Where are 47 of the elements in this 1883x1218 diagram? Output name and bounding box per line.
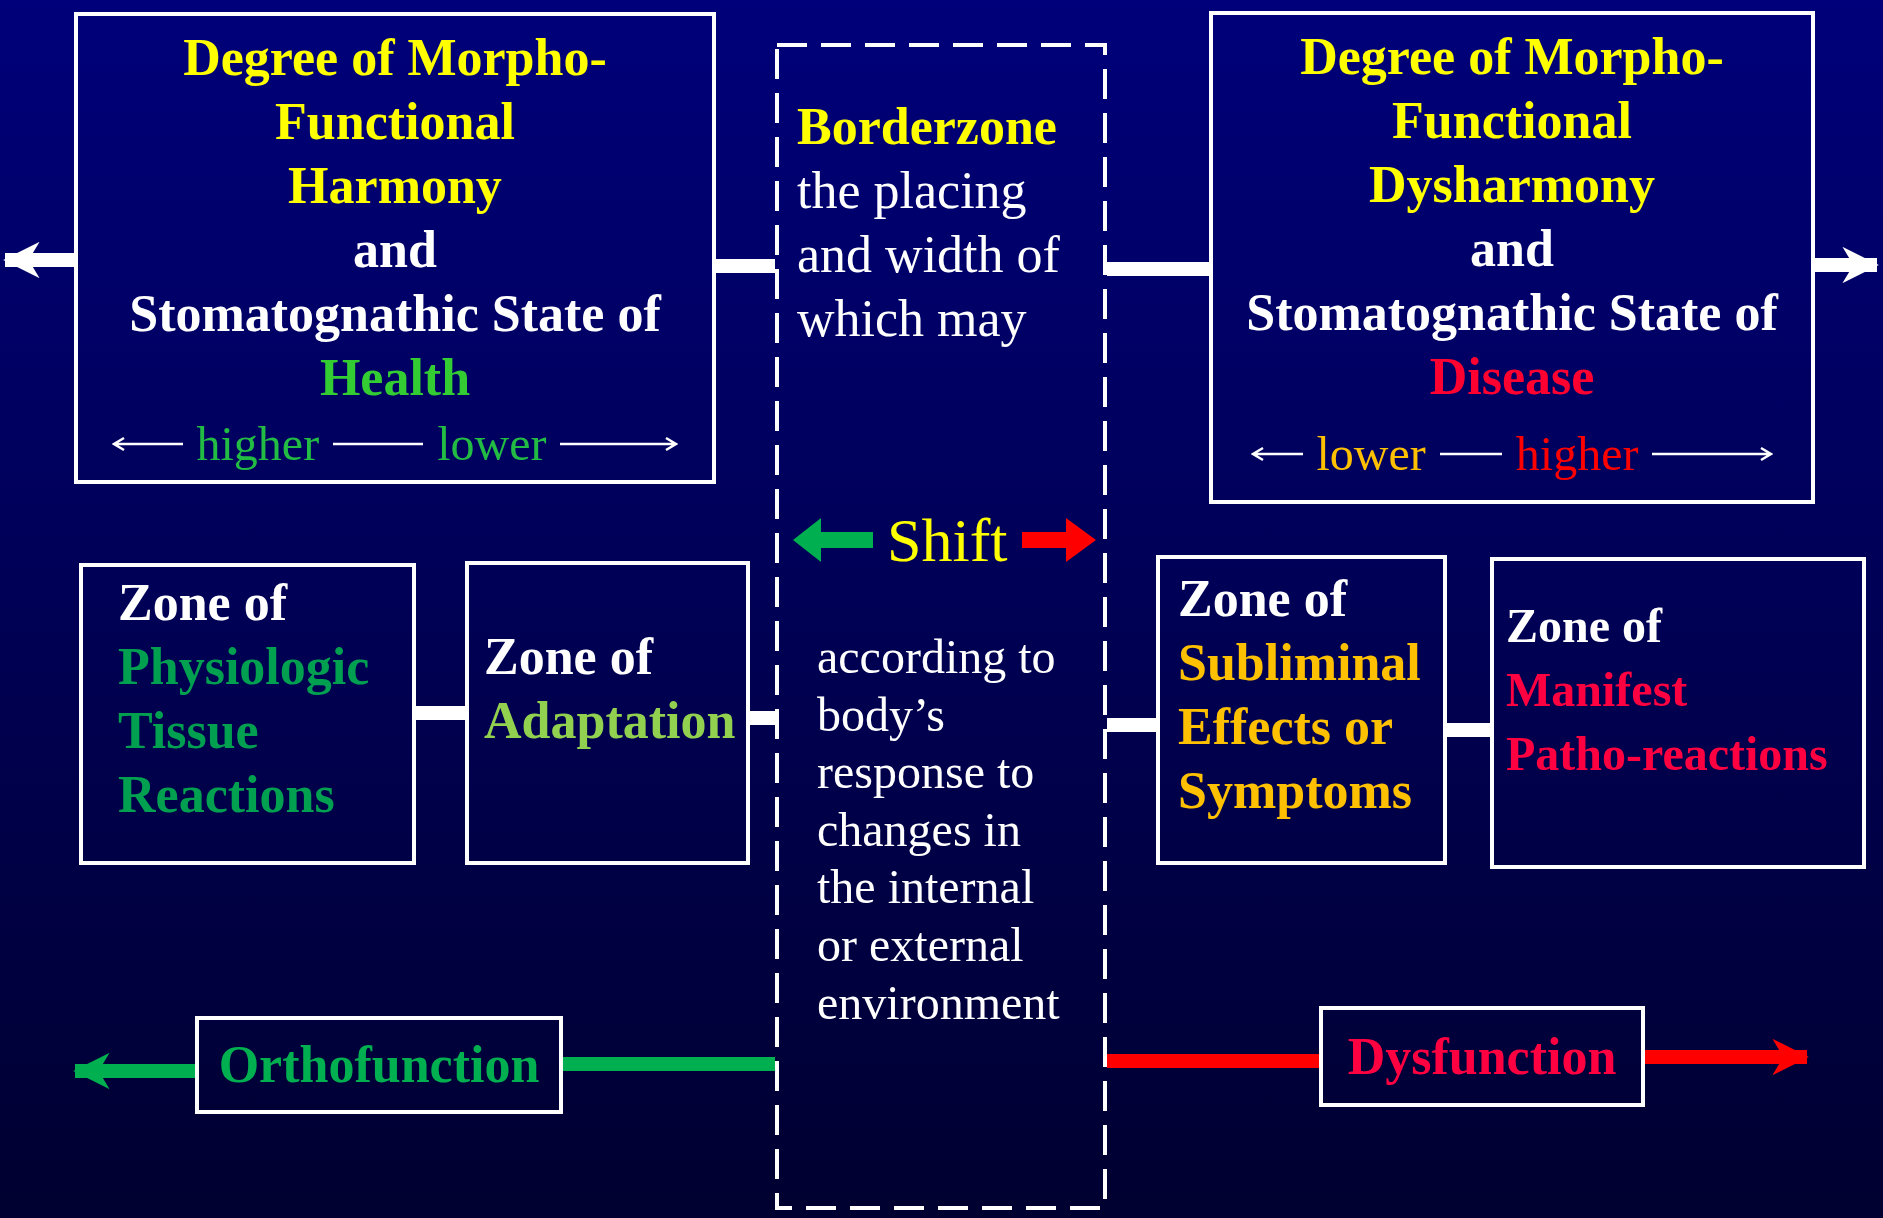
connector-line <box>1107 718 1156 732</box>
dashed-zone-box <box>775 43 1107 1210</box>
scale-label: lower <box>1316 429 1426 479</box>
connector-line <box>1107 1054 1319 1068</box>
zone-title: Adaptation <box>484 691 737 751</box>
scale-label: higher <box>1515 429 1639 479</box>
heading-text: Degree of Morpho-Functional Dysharmony <box>1299 27 1725 215</box>
connector-line <box>750 711 775 725</box>
heading-text: and <box>1470 219 1554 279</box>
function-box <box>195 1016 563 1114</box>
concept-box <box>1209 11 1815 504</box>
heading-text: Stomatognathic State of <box>129 284 661 344</box>
zone-box <box>1490 557 1866 869</box>
function-label: Orthofunction <box>218 1035 540 1095</box>
zone-box <box>465 561 750 865</box>
heading-text: Borderzone <box>797 97 1057 157</box>
scale-label: higher <box>196 419 320 469</box>
heading-text: Degree of Morpho-Functional Harmony <box>182 28 608 216</box>
zone-title: Zone of <box>484 627 655 687</box>
arrow <box>3 241 74 279</box>
zone-title: Physiologic Tissue Reactions <box>118 637 371 825</box>
connector-line <box>416 706 465 720</box>
heading-text: and <box>353 220 437 280</box>
zone-title: Manifest Patho-reactions <box>1506 662 1829 782</box>
arrow <box>73 1052 195 1090</box>
arrow <box>1645 1038 1809 1076</box>
scale-label: lower <box>437 419 547 469</box>
concept-box <box>74 12 716 484</box>
zone-title: Zone of <box>1178 569 1349 629</box>
connector-line <box>716 259 775 273</box>
shift-label: Shift <box>887 505 1008 575</box>
function-label: Dysfunction <box>1347 1026 1617 1087</box>
zone-box <box>79 563 416 865</box>
zone-box <box>1156 555 1447 865</box>
state-label: Health <box>319 348 471 408</box>
zone-title: Subliminal Effects or Symptoms <box>1178 633 1422 821</box>
zone-title: Zone of <box>118 573 289 633</box>
connector-line <box>1107 262 1209 276</box>
body-text: according to body’s response to changes in the internal or external environment <box>817 629 1061 1031</box>
arrow <box>1815 246 1879 284</box>
zone-title: Zone of <box>1506 598 1664 654</box>
connector-line <box>563 1057 775 1071</box>
heading-text: Stomatognathic State of <box>1246 283 1778 343</box>
connector-line <box>1447 723 1490 737</box>
body-text: the placing and width of which may <box>797 161 1061 349</box>
state-label: Disease <box>1429 347 1595 407</box>
function-box <box>1319 1006 1645 1107</box>
